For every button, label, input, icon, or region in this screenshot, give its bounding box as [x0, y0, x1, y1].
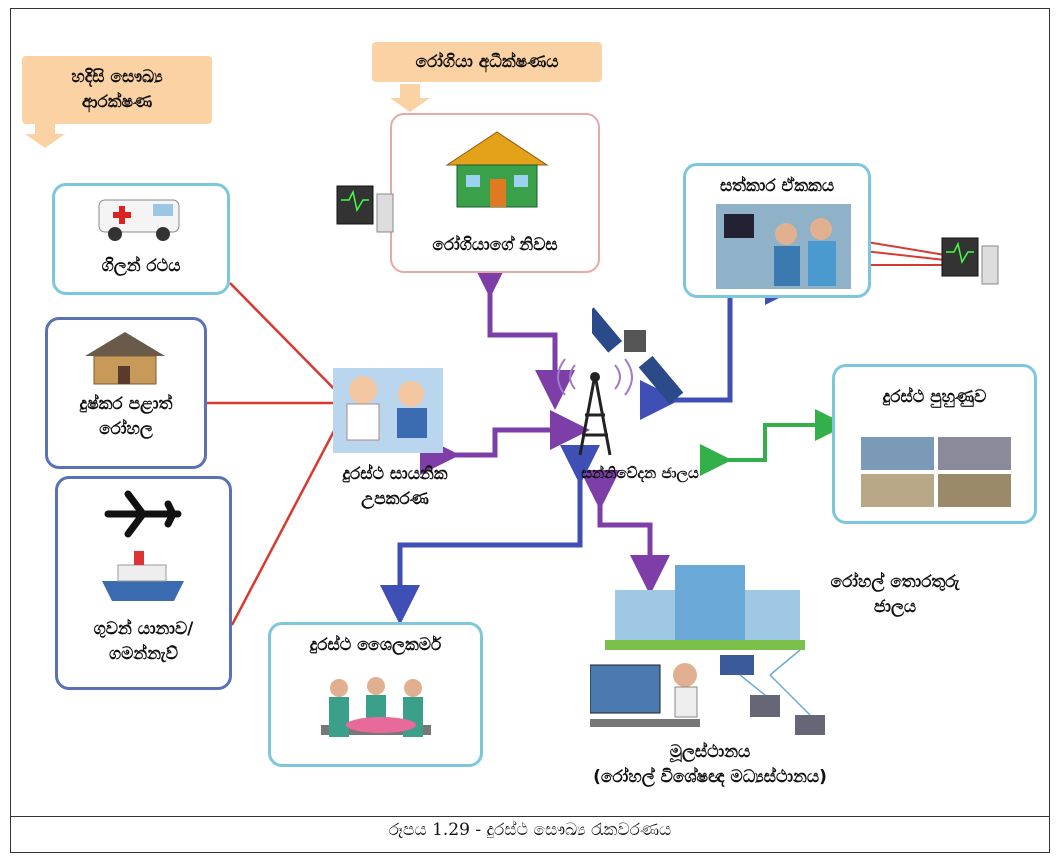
- clinical-devices-label: දුරස්ථ සායනික උපකරණ: [342, 464, 448, 509]
- ambulance-box: ගිලන් රථය: [52, 183, 230, 295]
- satellite-icon: [592, 307, 684, 405]
- antenna-tower-icon: [557, 358, 633, 456]
- training-photos-icon: [861, 437, 1011, 507]
- computer-desk-icon: [590, 649, 825, 735]
- caption-separator: [10, 816, 1050, 817]
- banner-patient-monitoring: රෝගියා අධීක්ෂණය: [372, 42, 602, 82]
- remote-surgery-box: දුරස්ථ ශෛලකර්ම: [268, 622, 483, 767]
- remote-hospital-label: දුෂ්කර පළාත් රෝහල: [79, 394, 173, 439]
- link-ambulance: [229, 282, 346, 401]
- banner-emergency: හදිසි සෞඛ්‍ය ආරක්ෂණ: [22, 56, 212, 124]
- hospital-info-label: රෝහල් තොරතුරු ජාලය: [830, 572, 960, 617]
- nurse-icon: [333, 368, 443, 453]
- link-aircraft: [230, 409, 347, 626]
- aircraft-ship-box: ගුවන් යානාව/ ගමන්නැව්: [55, 476, 232, 690]
- patient-home-box: රෝගියාගේ නිවස: [390, 113, 600, 273]
- remote-training-box: දුරස්ථ පුහුණුව: [832, 364, 1037, 524]
- airplane-icon: [104, 490, 182, 538]
- ship-icon: [102, 551, 184, 601]
- arrow-training: [700, 409, 847, 476]
- aircraft-ship-label: ගුවන් යානාව/ ගමන්නැව්: [93, 619, 194, 664]
- remote-hospital-box: දුෂ්කර පළාත් රෝහල: [45, 317, 207, 469]
- figure-frame: [10, 8, 1050, 853]
- house-icon: [85, 332, 165, 385]
- ambulance-icon: [98, 199, 180, 241]
- telecom-network-label: සන්නිවේදන ජාලය: [581, 464, 699, 482]
- hospital-building-icon: [605, 565, 805, 650]
- headquarters-label: මූලස්ථානය (රෝහල් විශේෂඥ මධ්‍යස්ථානය): [593, 742, 827, 787]
- care-unit-label: සත්කාර ඒකකය: [719, 176, 835, 196]
- remote-surgery-label: දුරස්ථ ශෛලකර්ම: [309, 635, 442, 655]
- ambulance-label: ගිලන් රථය: [101, 256, 181, 276]
- patient-home-icon: [445, 131, 549, 208]
- monitor-icon: [336, 185, 394, 233]
- patient-home-label: රෝගියාගේ නිවස: [432, 235, 558, 255]
- remote-training-label: දුරස්ථ පුහුණුව: [882, 387, 987, 407]
- monitor-icon: [941, 237, 999, 285]
- care-unit-box: සත්කාර ඒකකය: [683, 163, 871, 298]
- arrow-surgery: [380, 445, 600, 625]
- surgery-icon: [321, 677, 431, 737]
- doctors-photo-icon: [716, 204, 851, 289]
- figure-caption: රූපය 1.29 - දුරස්ථ සෞඛ්‍ය රැකවරණය: [388, 820, 672, 840]
- arrow-hospital-info: [580, 470, 670, 595]
- arrow-home: [470, 258, 575, 410]
